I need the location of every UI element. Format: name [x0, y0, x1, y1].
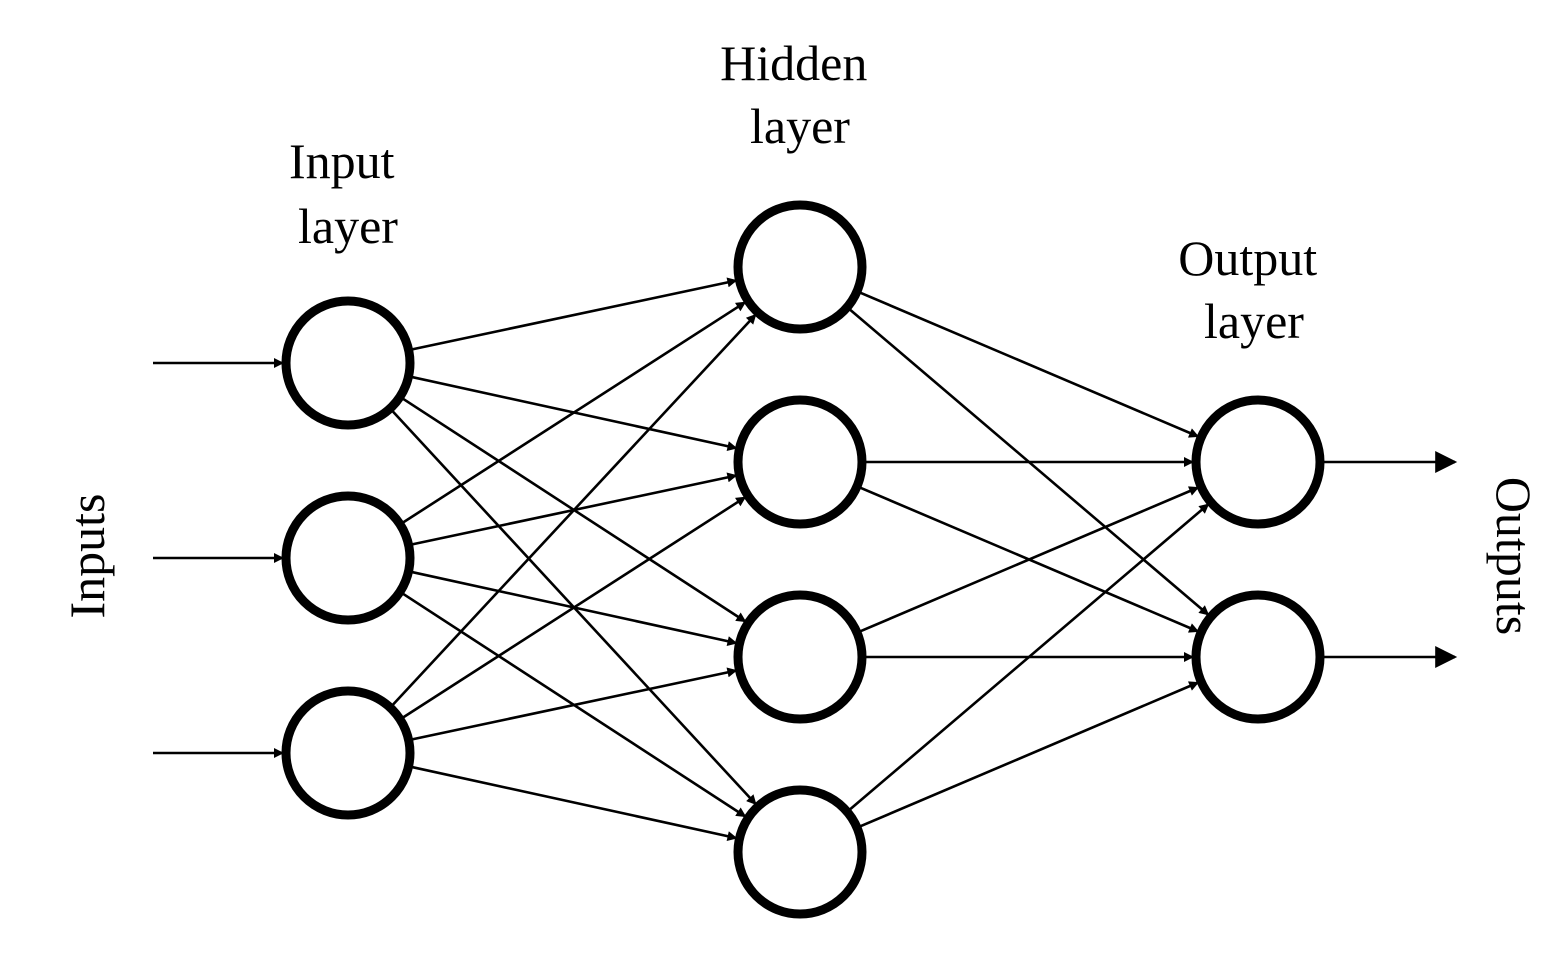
output-node	[1191, 395, 1325, 529]
nodes	[281, 200, 1325, 919]
connection-arrow	[399, 496, 747, 721]
output-layer-label-line2: layer	[1204, 293, 1304, 349]
hidden-node	[733, 200, 867, 334]
input-layer-label-line1: Input	[289, 133, 395, 189]
connection-arrow	[856, 290, 1200, 438]
input-node	[281, 296, 415, 430]
hidden-layer-label-line2: layer	[750, 98, 850, 154]
inputs-label: Inputs	[59, 494, 115, 619]
output-layer-label: Output layer	[1178, 230, 1329, 349]
input-layer-label-line2: layer	[298, 198, 398, 254]
connections	[389, 277, 1210, 842]
hidden-node	[733, 590, 867, 724]
connection-arrow	[856, 681, 1200, 829]
input-node	[281, 491, 415, 625]
connection-arrow	[408, 765, 738, 842]
connection-arrow	[408, 667, 738, 742]
hidden-node	[733, 785, 867, 919]
connection-arrow	[846, 503, 1210, 813]
hidden-layer-label-line1: Hidden	[720, 35, 867, 91]
io-arrows	[153, 358, 1458, 758]
input-node	[281, 686, 415, 820]
input-layer-label: Input layer	[289, 133, 407, 254]
connection-arrow	[389, 313, 757, 709]
hidden-node	[733, 395, 867, 529]
hidden-layer-label: Hidden layer	[720, 35, 880, 154]
connection-arrow	[408, 277, 738, 352]
connection-arrow	[399, 301, 747, 526]
outputs-label: Outputs	[1486, 477, 1542, 635]
output-layer-label-line1: Output	[1178, 230, 1317, 286]
output-node	[1191, 590, 1325, 724]
connection-arrow	[856, 486, 1200, 634]
